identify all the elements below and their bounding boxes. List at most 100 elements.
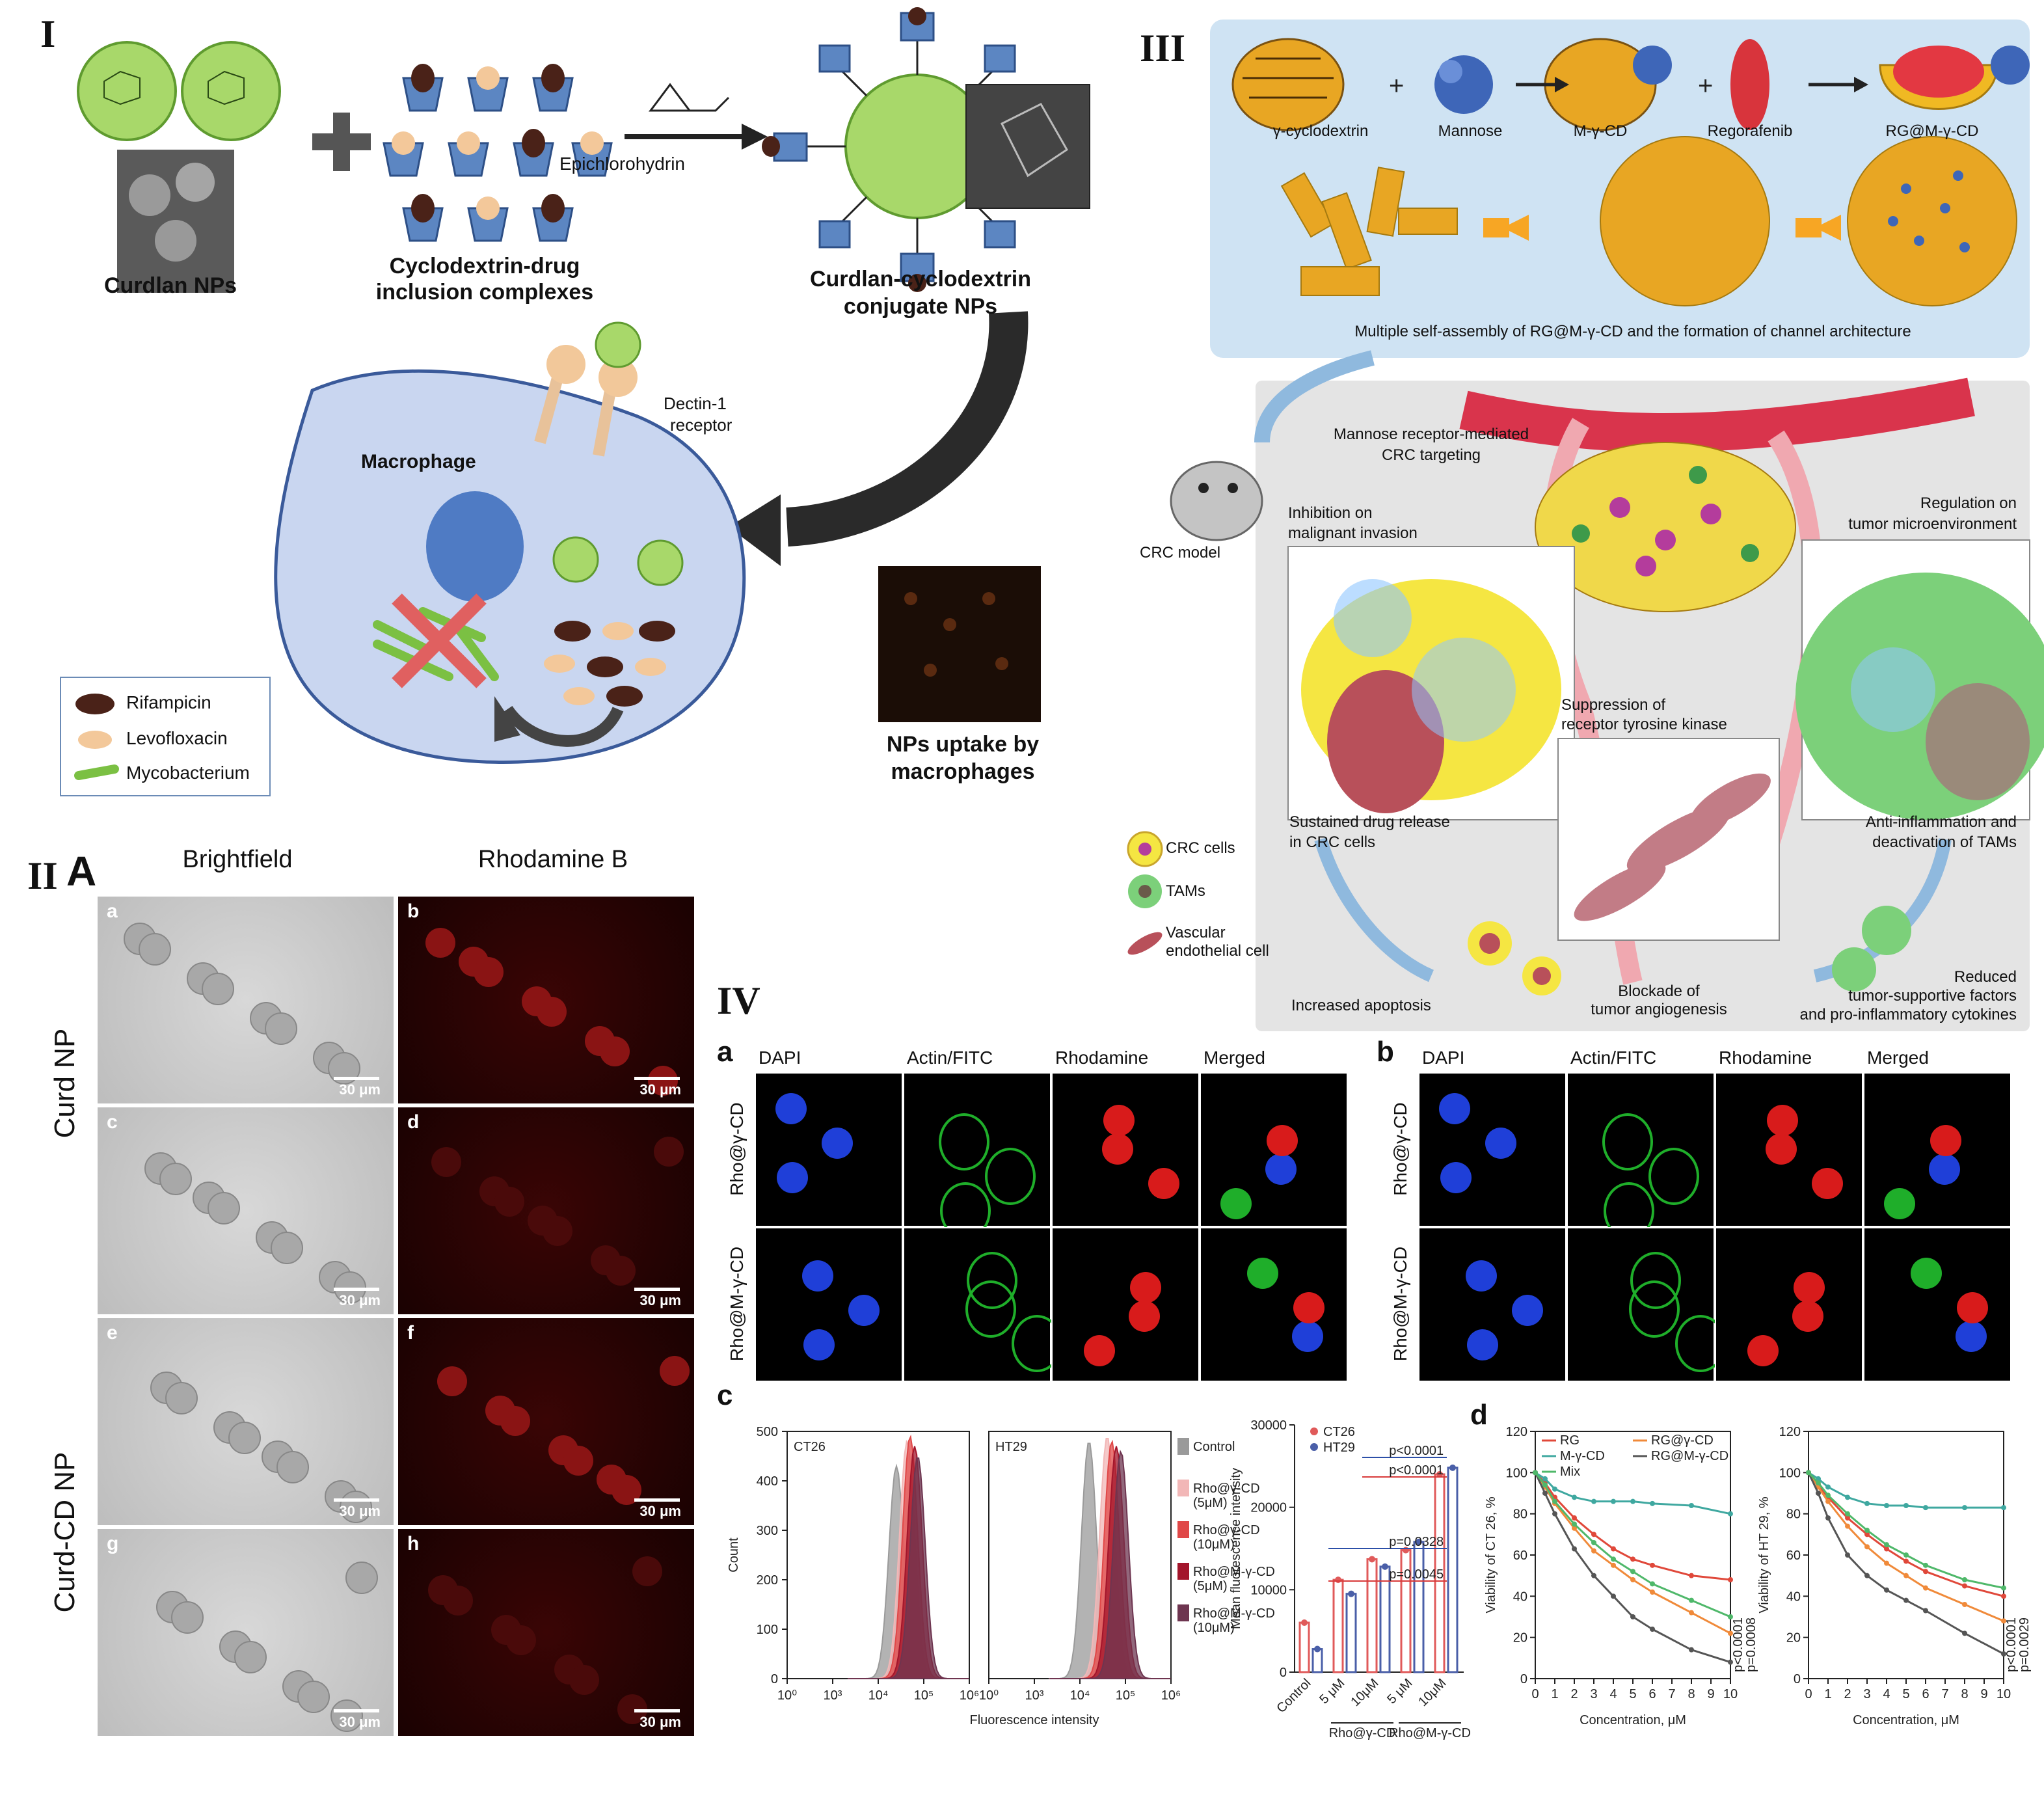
- tick-label: 4: [1609, 1687, 1617, 1701]
- viability-line-1: [1807, 1472, 2004, 1622]
- data-point: [1630, 1614, 1635, 1619]
- cell-signal: [939, 1113, 989, 1170]
- p-value: p<0.0001: [1731, 1617, 1745, 1672]
- legend-label: CT26: [1323, 1425, 1355, 1439]
- category-label: 10μM: [1348, 1676, 1381, 1709]
- data-point: [1962, 1583, 1967, 1589]
- group-label: Rho@M-γ-CD: [1389, 1726, 1471, 1740]
- cell-signal: [777, 1162, 808, 1193]
- cell-spot: [345, 1562, 378, 1594]
- category-label: 5 μM: [1384, 1676, 1415, 1707]
- mouse-icon: [1170, 461, 1263, 541]
- bar-CT26: [1332, 1578, 1344, 1673]
- tick-label: 6: [1922, 1687, 1929, 1701]
- bar-HT29: [1345, 1593, 1357, 1673]
- legend-crc-cells: CRC cells: [1166, 839, 1235, 857]
- scale-bar-label: 30 μm: [639, 1081, 681, 1098]
- cell-spot: [632, 1556, 662, 1586]
- confocal-image: [1418, 1072, 1567, 1227]
- data-point: [1962, 1602, 1967, 1607]
- cell-spot: [569, 1665, 599, 1695]
- blood-vessel: [1459, 377, 1975, 452]
- confocal-image: [755, 1227, 903, 1382]
- cell-signal: [1792, 1301, 1823, 1332]
- x-axis-label: Concentration, μM: [1580, 1713, 1686, 1727]
- data-point: [1845, 1523, 1850, 1529]
- cell-spot: [606, 1256, 636, 1286]
- cell-signal: [1911, 1258, 1942, 1289]
- legend-label: (10μM): [1193, 1537, 1235, 1552]
- assembly-caption: Multiple self-assembly of RG@M-γ-CD and …: [1354, 323, 1911, 340]
- confocal-image: [1715, 1227, 1863, 1382]
- sustained-1: Sustained drug release: [1289, 813, 1450, 831]
- legend-swatch: [1177, 1521, 1189, 1538]
- cell-signal: [1812, 1168, 1843, 1199]
- p-value: p<0.0001: [1389, 1444, 1444, 1458]
- legend-label: (10μM): [1193, 1621, 1235, 1635]
- tick-label: 10³: [1025, 1688, 1044, 1703]
- data-point: [1864, 1528, 1870, 1533]
- tick-label: 2: [1844, 1687, 1851, 1701]
- tick-label: 100: [1506, 1466, 1527, 1480]
- panel-iv-d-label: d: [1470, 1399, 1488, 1431]
- data-point: [1533, 1470, 1538, 1476]
- tick-label: 7: [1941, 1687, 1948, 1701]
- confocal-image: [1567, 1227, 1726, 1382]
- inclusion-complex-label-1: Cyclodextrin-drug: [389, 254, 580, 278]
- legend-label: Mix: [1560, 1465, 1580, 1479]
- data-point: [1572, 1521, 1577, 1527]
- data-point: [1962, 1577, 1967, 1582]
- data-point: [1728, 1577, 1733, 1582]
- panel-iii-schematic: + +: [1127, 20, 2044, 1031]
- viability-line-3: [1534, 1472, 1731, 1664]
- legend-label: HT29: [1323, 1441, 1355, 1455]
- bar-point: [1301, 1619, 1308, 1626]
- data-point: [1903, 1552, 1909, 1558]
- cell-signal: [1467, 1329, 1498, 1360]
- image-letter: b: [407, 900, 420, 922]
- data-point: [1923, 1505, 1928, 1511]
- data-point: [1572, 1495, 1577, 1500]
- regulation-1: Regulation on: [1920, 494, 2017, 512]
- data-point: [2001, 1505, 2006, 1511]
- dectin-label-1: Dectin-1: [664, 394, 727, 413]
- data-point: [1611, 1556, 1616, 1562]
- cell-signal: [1956, 1321, 1987, 1352]
- cell-signal: [1648, 1148, 1699, 1205]
- data-point: [2001, 1593, 2006, 1599]
- data-point: [1611, 1546, 1616, 1552]
- cell-spot: [474, 957, 504, 987]
- channel-label-a: Actin/FITC: [907, 1048, 993, 1068]
- tick-label: 10⁴: [1070, 1688, 1090, 1703]
- macrophage-nucleus: [426, 491, 524, 602]
- data-point: [1903, 1503, 1909, 1508]
- panel-ii-a-label: A: [66, 848, 97, 895]
- viability-line-1: [1534, 1472, 1731, 1634]
- cell-signal: [1485, 1128, 1516, 1159]
- data-point: [1923, 1562, 1928, 1568]
- confocal-image: [1200, 1072, 1348, 1227]
- cell-spot: [234, 1641, 267, 1673]
- hist-title: CT26: [794, 1440, 826, 1454]
- x-axis-label: Fluorescence intensity: [970, 1713, 1099, 1727]
- data-point: [1884, 1542, 1889, 1548]
- cell-signal: [1767, 1105, 1798, 1136]
- cell-spot: [208, 1192, 240, 1224]
- data-point: [1630, 1577, 1635, 1582]
- cyclodextrin-cups: [383, 64, 613, 242]
- p-value: p<0.0001: [2004, 1617, 2019, 1672]
- regulation-2: tumor microenvironment: [1848, 515, 2017, 533]
- data-point: [2001, 1651, 2006, 1657]
- uptake-label-2: macrophages: [891, 759, 1035, 784]
- suppression-2: receptor tyrosine kinase: [1561, 716, 1727, 733]
- blockade-2: tumor angiogenesis: [1591, 1001, 1727, 1018]
- data-point: [1611, 1593, 1616, 1599]
- data-point: [1845, 1515, 1850, 1521]
- data-point: [1630, 1498, 1635, 1504]
- data-point: [1591, 1573, 1596, 1578]
- release-arrow: [502, 705, 624, 747]
- dectin-label-2: receptor: [670, 415, 733, 435]
- confocal-image: [903, 1227, 1062, 1382]
